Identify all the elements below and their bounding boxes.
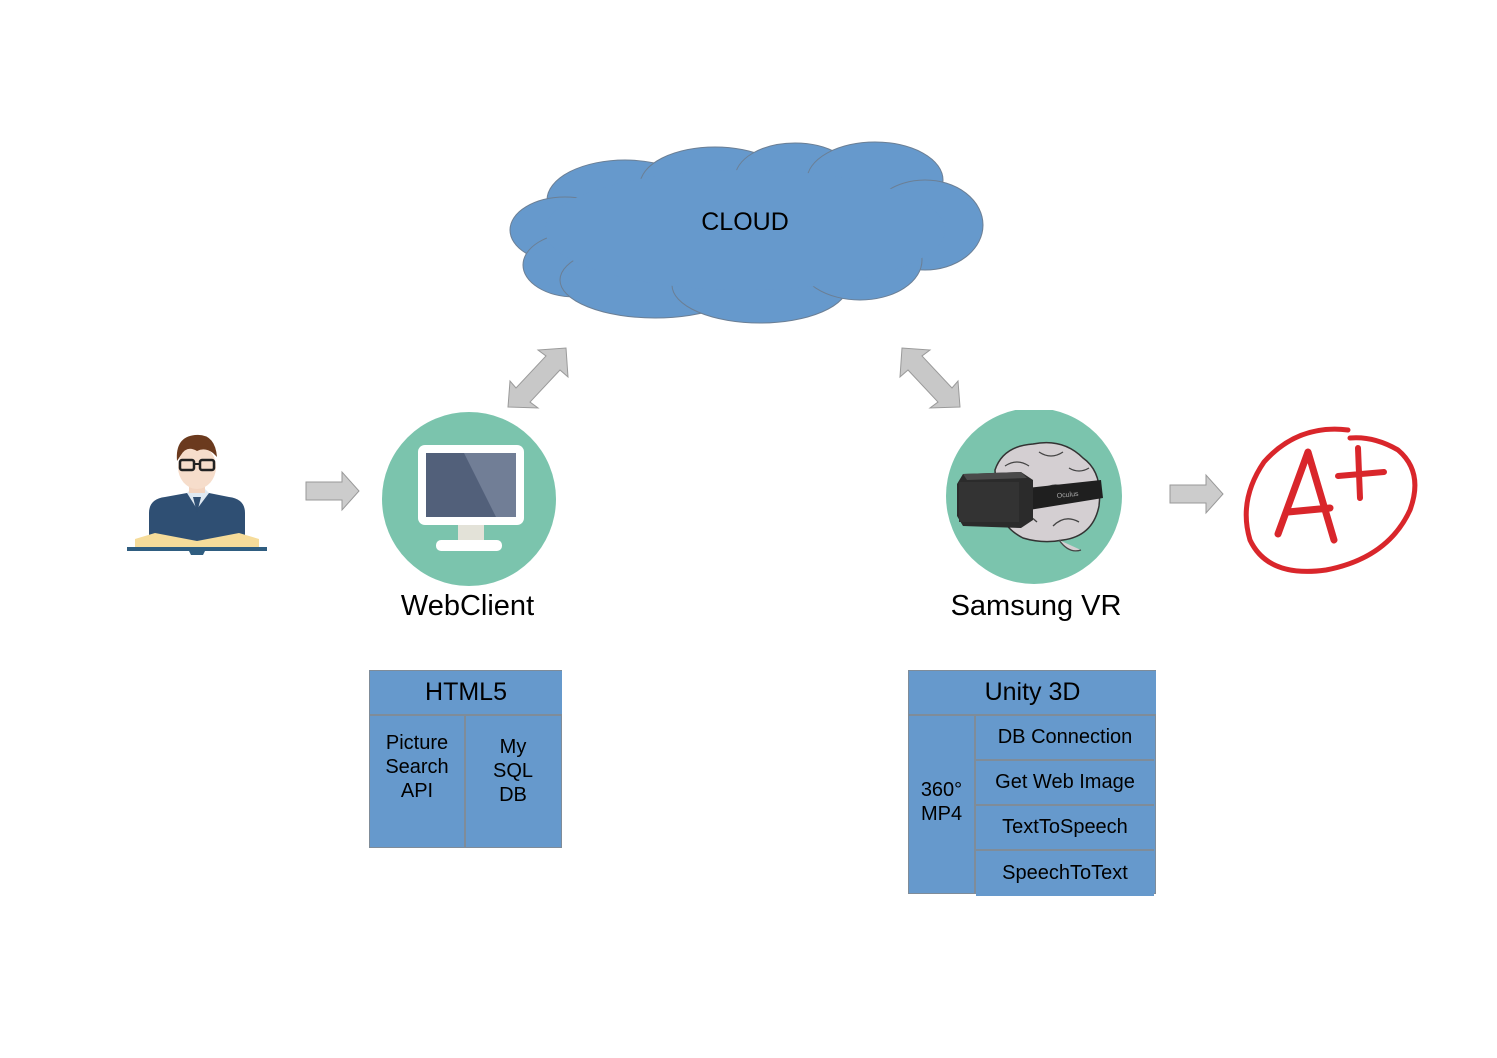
arrow-vr-to-grade xyxy=(1168,473,1226,515)
monitor-icon xyxy=(382,412,556,586)
360-mp4-cell: 360° MP4 xyxy=(909,716,976,893)
unity-item-text-to-speech: TextToSpeech xyxy=(976,806,1154,851)
mysql-db-cell: My SQL DB xyxy=(466,716,560,847)
360-mp4-line: MP4 xyxy=(920,802,963,825)
a-plus-grade-icon xyxy=(1238,418,1423,578)
cloud-label: CLOUD xyxy=(701,208,789,236)
html5-header: HTML5 xyxy=(370,671,562,716)
picture-search-api-cell: Picture Search API xyxy=(370,716,466,847)
double-arrow-webclient-cloud xyxy=(500,344,572,412)
picture-search-api-line: API xyxy=(400,779,434,802)
unity-item-speech-to-text: SpeechToText xyxy=(976,851,1154,896)
unity-item-db-connection: DB Connection xyxy=(976,716,1154,761)
unity-header: Unity 3D xyxy=(909,671,1156,716)
picture-search-api-line: Search xyxy=(385,755,449,778)
mysql-db-line: My xyxy=(499,735,527,758)
webclient-node xyxy=(380,410,560,590)
cloud-shape xyxy=(505,130,985,325)
vr-node: Oculus xyxy=(943,410,1125,586)
double-arrow-cloud-vr xyxy=(896,344,968,412)
unity-item-get-web-image: Get Web Image xyxy=(976,761,1154,806)
samsung-vr-label: Samsung VR xyxy=(950,590,1122,622)
webclient-label: WebClient xyxy=(400,590,535,622)
vr-headset-brain-icon: Oculus xyxy=(946,410,1122,584)
mysql-db-line: SQL xyxy=(492,759,534,782)
arrow-user-to-webclient xyxy=(304,470,362,512)
picture-search-api-line: Picture xyxy=(385,731,449,754)
headset-brand-text: Oculus xyxy=(1056,491,1079,500)
student-reading-book-icon xyxy=(125,433,270,563)
unity-stack-box: Unity 3D 360° MP4 DB Connection Get Web … xyxy=(908,670,1156,896)
mysql-db-line: DB xyxy=(499,783,527,806)
360-mp4-line: 360° xyxy=(920,778,963,801)
html5-stack-box: HTML5 Picture Search API My SQL DB xyxy=(369,670,562,848)
